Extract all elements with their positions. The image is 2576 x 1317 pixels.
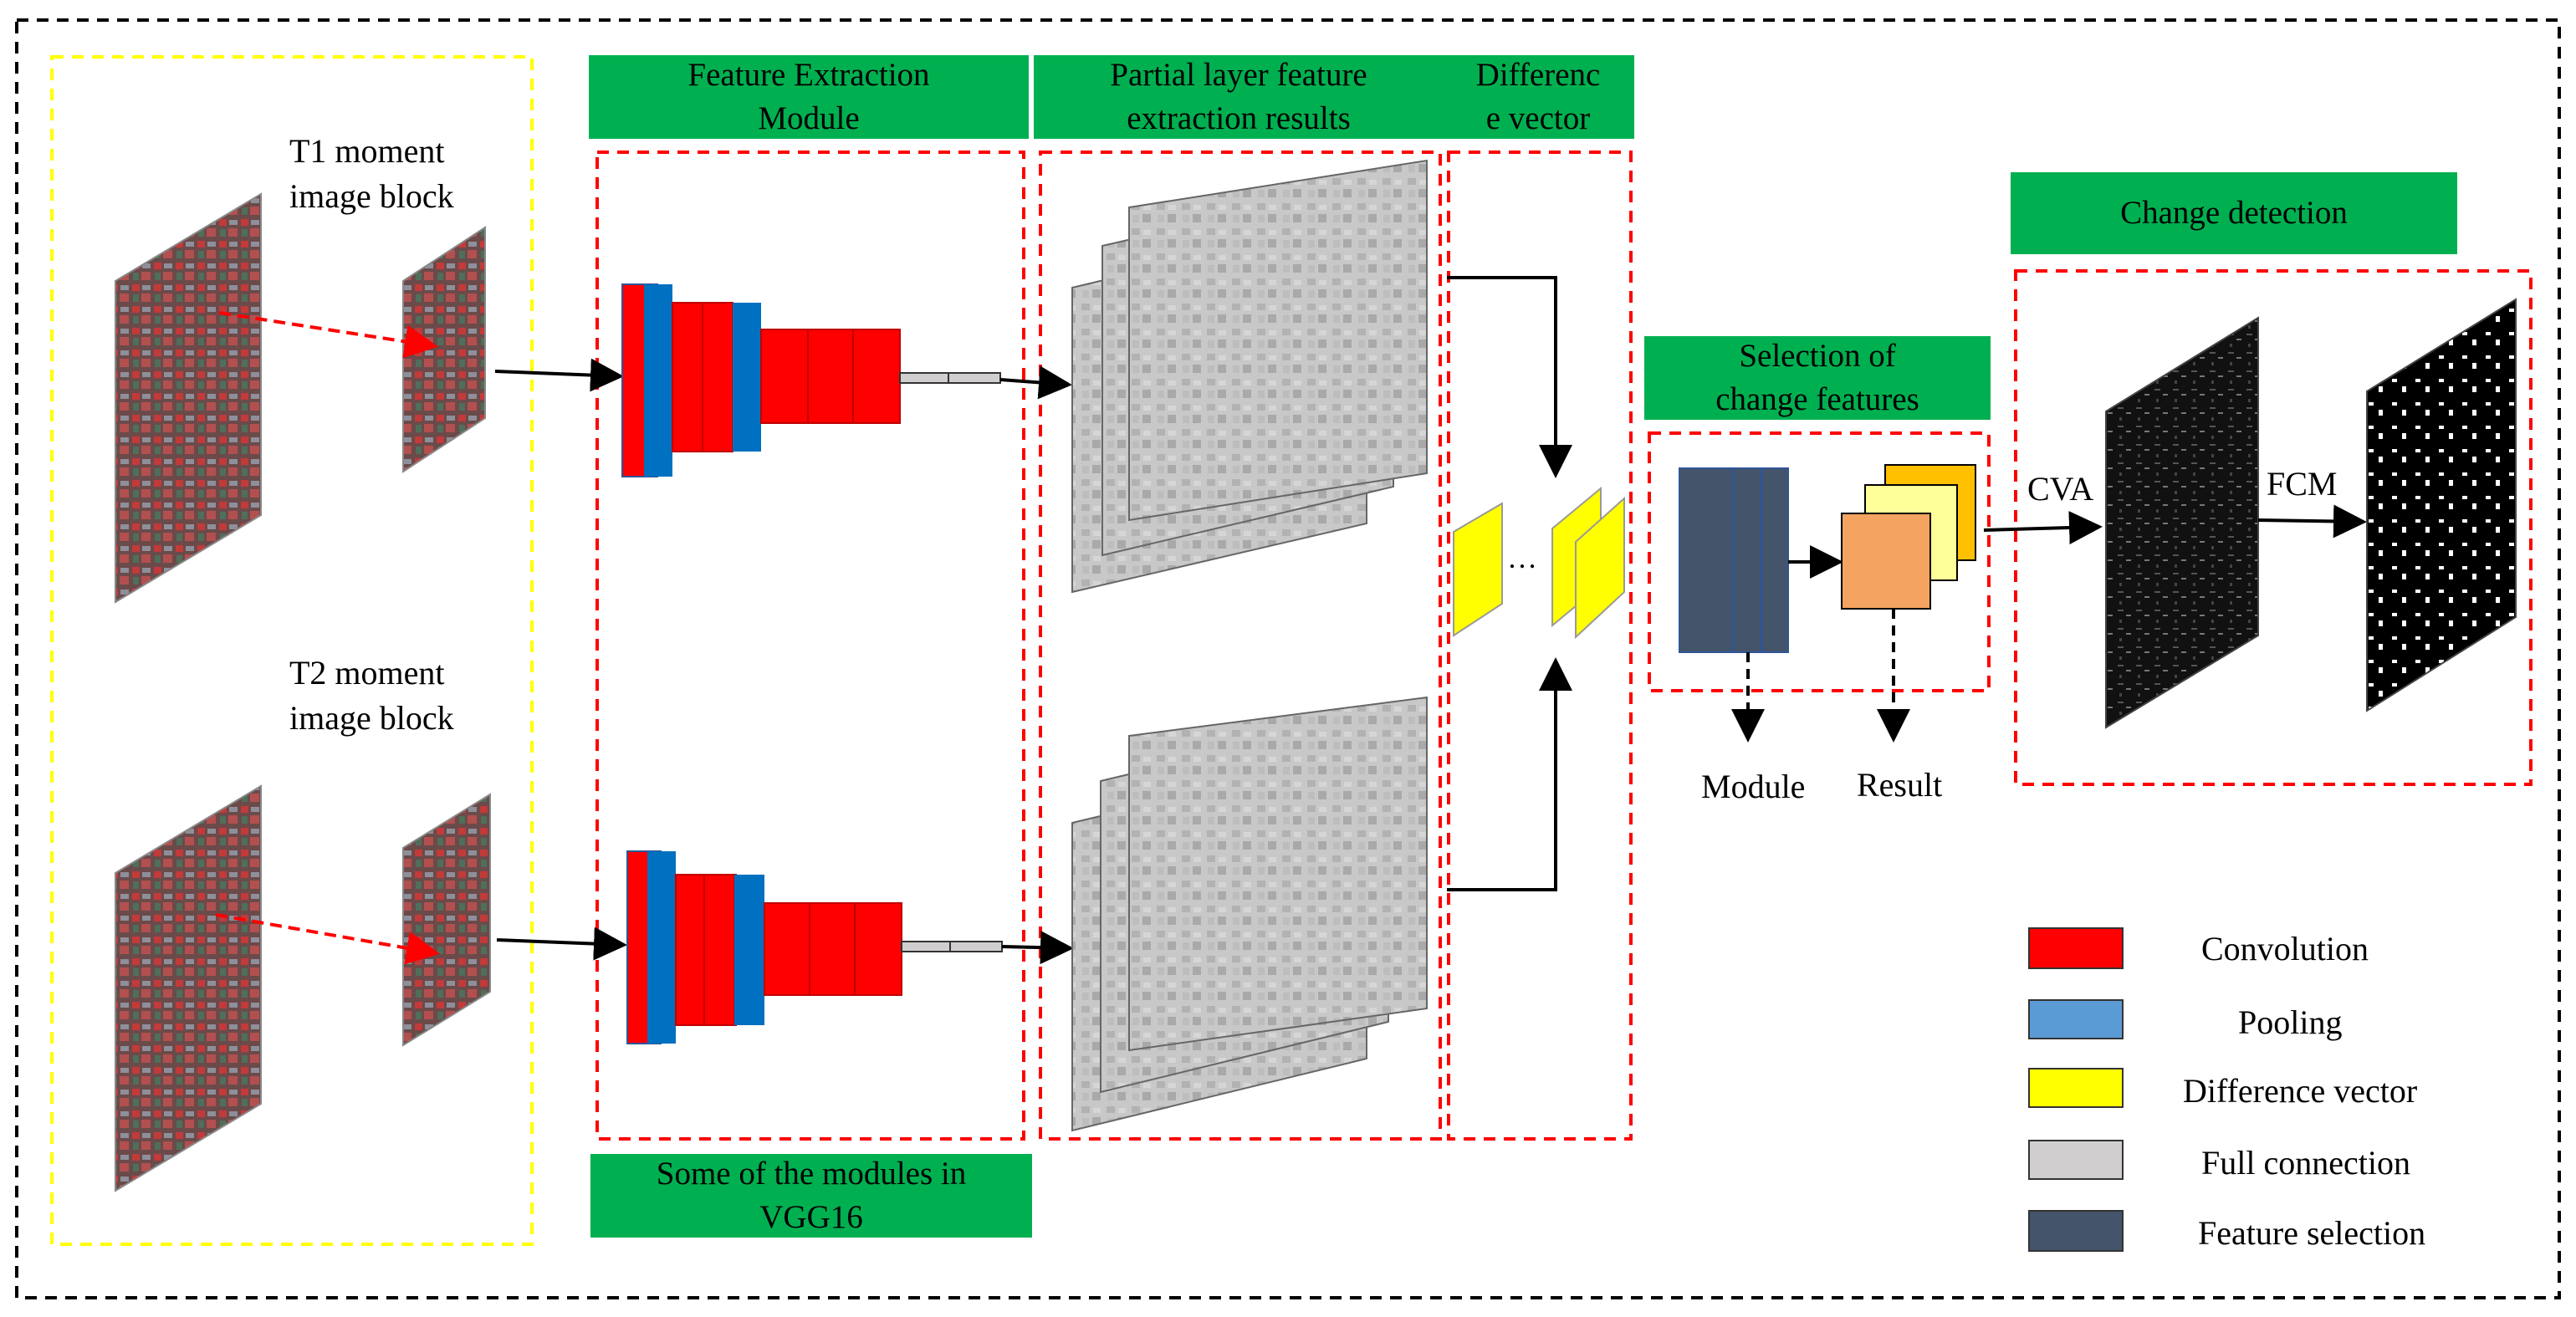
pool-block xyxy=(733,303,761,452)
t2-image-block xyxy=(402,793,491,1047)
selection-header: Selection of change features xyxy=(1644,336,1991,420)
cva-label: CVA xyxy=(2027,470,2094,508)
conv-block xyxy=(703,874,735,1026)
input-region xyxy=(50,55,534,1246)
outer-border xyxy=(15,18,2561,1299)
header-line: e vector xyxy=(1485,100,1591,136)
ellipsis-label: … xyxy=(1507,541,1537,574)
difference-vector-shape xyxy=(1575,496,1625,640)
result-layer-1 xyxy=(1841,513,1931,610)
difference-vector-region xyxy=(1447,151,1633,1141)
t2-crop-arrow xyxy=(215,913,440,965)
pool-block xyxy=(644,284,657,477)
t2-input-arrow xyxy=(496,926,627,961)
change-detection-header: Change detection xyxy=(2011,172,2457,254)
legend-label-feature-selection: Feature selection xyxy=(2198,1214,2426,1252)
pool-block xyxy=(659,851,676,1044)
legend-swatch-full-connection xyxy=(2028,1140,2124,1180)
result-label: Result xyxy=(1857,766,1943,804)
diff-arrow-top xyxy=(1447,276,1572,478)
t2-label: T2 moment image block xyxy=(289,654,454,737)
change-map-image xyxy=(2366,298,2517,712)
selection-region xyxy=(1648,431,1991,692)
t2-full-image xyxy=(115,784,262,1192)
header-line: Module xyxy=(758,100,860,136)
diff-arrow-bottom xyxy=(1447,657,1572,891)
header-line: Selection of xyxy=(1739,338,1896,374)
module-label: Module xyxy=(1701,768,1806,805)
header-line: Differenc xyxy=(1475,57,1601,93)
vgg-network-t2 xyxy=(626,850,1003,1044)
pool-block xyxy=(647,851,659,1044)
partial-layer-header: Partial layer feature extraction results xyxy=(1034,55,1444,139)
header-line: VGG16 xyxy=(759,1199,863,1235)
fcm-arrow xyxy=(2257,504,2367,539)
change-detection-region xyxy=(2014,269,2533,786)
cva-difference-image xyxy=(2105,316,2259,729)
conv-block xyxy=(702,302,733,452)
header-line: extraction results xyxy=(1127,100,1351,136)
feature-maps-t1 xyxy=(1071,159,1428,594)
header-line: Some of the modules in xyxy=(656,1156,967,1192)
header-line: Partial layer feature xyxy=(1110,57,1367,93)
header-line: change features xyxy=(1715,381,1919,417)
conv-block xyxy=(760,329,901,424)
legend-swatch-difference-vector xyxy=(2028,1068,2124,1108)
difference-vector-header: Differenc e vector xyxy=(1442,55,1634,139)
t1-full-image xyxy=(115,192,262,604)
difference-vector-shape xyxy=(1453,502,1503,637)
t2-feature-arrow xyxy=(1001,931,1074,965)
vgg16-header: Some of the modules in VGG16 xyxy=(590,1154,1032,1238)
header-line: Feature Extraction xyxy=(687,57,930,93)
legend-swatch-feature-selection xyxy=(2028,1210,2124,1252)
cva-arrow xyxy=(1983,511,2103,545)
legend-label-convolution: Convolution xyxy=(2201,930,2369,967)
feature-extraction-header: Feature Extraction Module xyxy=(589,55,1029,139)
fc-block xyxy=(948,372,1001,384)
t1-feature-arrow xyxy=(999,365,1072,400)
t1-label: T1 moment image block xyxy=(289,132,454,215)
t1-image-block xyxy=(402,226,486,473)
pool-block xyxy=(657,284,672,477)
t1-input-arrow xyxy=(494,358,624,392)
fc-block xyxy=(899,372,949,384)
legend-swatch-pooling xyxy=(2028,999,2124,1039)
header-line: Change detection xyxy=(2120,195,2348,231)
fcm-label: FCM xyxy=(2267,465,2338,503)
feature-extraction-region xyxy=(595,151,1025,1141)
partial-layer-region xyxy=(1039,151,1442,1141)
feature-maps-t2 xyxy=(1071,696,1428,1132)
legend-label-pooling: Pooling xyxy=(2238,1003,2343,1041)
legend-label-full-connection: Full connection xyxy=(2201,1144,2410,1182)
fc-block xyxy=(949,941,1003,952)
pool-block xyxy=(734,875,764,1025)
legend-label-difference-vector: Difference vector xyxy=(2183,1072,2418,1110)
vgg-network-t1 xyxy=(621,283,1001,477)
legend-swatch-convolution xyxy=(2028,927,2124,969)
fc-block xyxy=(901,941,951,952)
conv-block xyxy=(764,902,902,996)
